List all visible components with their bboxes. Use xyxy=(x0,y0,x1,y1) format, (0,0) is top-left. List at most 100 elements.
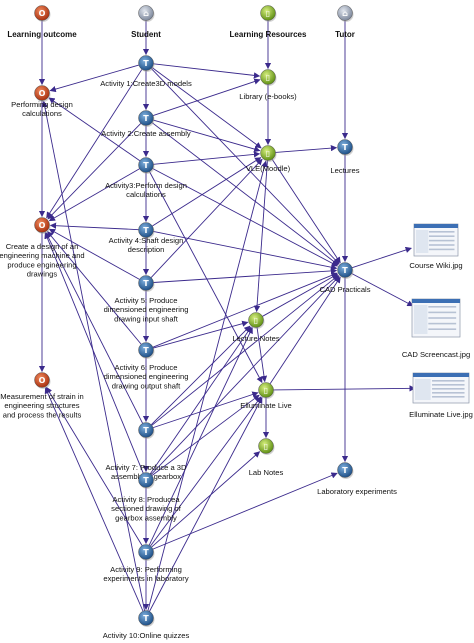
svg-text:▯: ▯ xyxy=(264,442,268,451)
edge-a8-o2 xyxy=(44,232,144,474)
t2-label-line: CAD Practicals xyxy=(319,285,370,294)
tutor-header-icon[interactable]: ⌂ xyxy=(337,5,354,23)
o1-outcome-icon[interactable]: O xyxy=(34,85,51,103)
edge-r2-t2 xyxy=(271,159,341,264)
a1-student-icon[interactable]: T xyxy=(138,55,155,73)
a7-student-icon[interactable]: T xyxy=(138,422,155,440)
o2-outcome-icon[interactable]: O xyxy=(34,217,51,235)
svg-text:T: T xyxy=(143,614,149,623)
edge-a7-o2 xyxy=(45,232,144,424)
a6-student-icon[interactable]: T xyxy=(138,342,155,360)
resource-header-icon[interactable]: ▯ xyxy=(260,5,277,23)
svg-text:T: T xyxy=(342,143,348,152)
a2-label-line: Activity 2:Create assembly xyxy=(101,129,191,138)
i2-screenshot-thumbnail[interactable] xyxy=(411,298,461,338)
a4-student-icon[interactable]: T xyxy=(138,222,155,240)
r5-resource-icon[interactable]: ▯ xyxy=(258,438,275,456)
o2-label-line: engineering machine and xyxy=(0,251,85,260)
edge-r2-r3 xyxy=(253,160,268,313)
a8-label-line: gearbox assembly xyxy=(115,513,177,522)
o3-outcome-icon[interactable]: O xyxy=(34,372,51,390)
edge-a5-r2 xyxy=(150,158,263,278)
o3-label-line: Measurement of strain in xyxy=(0,392,84,401)
svg-text:T: T xyxy=(143,226,149,235)
edge-a8-r4 xyxy=(151,394,260,476)
edge-a10-o3 xyxy=(44,387,144,612)
edge-a5-o2 xyxy=(48,228,140,280)
r2-resource-icon[interactable]: ▯ xyxy=(260,145,277,163)
edge-a2-r2 xyxy=(153,119,261,153)
t2-tutor-icon[interactable]: T xyxy=(337,262,354,280)
o1-label-line: calculations xyxy=(22,109,62,118)
a4-label-line: Activity 4:Shaft design xyxy=(109,236,184,245)
i1-screenshot-thumbnail[interactable] xyxy=(413,223,459,257)
edge-a1-t2 xyxy=(150,68,340,265)
a10-label-line: Activity 10:Online quizzes xyxy=(103,631,190,640)
edge-a10-o1 xyxy=(41,100,145,611)
a5-student-icon[interactable]: T xyxy=(138,275,155,293)
r1-label-line: Library (e-books) xyxy=(239,92,297,101)
svg-text:▯: ▯ xyxy=(254,316,258,325)
svg-text:▯: ▯ xyxy=(266,149,270,158)
outcome-header-label: Learning outcome xyxy=(7,30,77,39)
t1-tutor-icon[interactable]: T xyxy=(337,139,354,157)
edge-a1-o2 xyxy=(46,69,143,219)
edge-a4-t2 xyxy=(153,231,338,271)
a7-label-line: Activity 7: Produce a 3D xyxy=(105,463,187,472)
edge-a9-t3 xyxy=(152,472,338,550)
edge-a6-r3 xyxy=(153,320,249,349)
o3-label-line: and process the results xyxy=(3,410,82,419)
r3-label-line: Lecture Notes xyxy=(232,334,279,343)
i3-caption: Elluminate Live.jpg xyxy=(409,410,473,419)
t3-tutor-icon[interactable]: T xyxy=(337,462,354,480)
edge-a10-r4 xyxy=(149,396,263,612)
i1-caption: Course Wiki.jpg xyxy=(409,261,462,270)
r3-resource-icon[interactable]: ▯ xyxy=(248,312,265,330)
t1-label-line: Lectures xyxy=(330,166,359,175)
o2-label-line: produce engineering xyxy=(7,260,76,269)
svg-text:T: T xyxy=(143,476,149,485)
o2-label-line: Create a design of an xyxy=(6,242,79,251)
a3-label-line: Activity3:Perform design xyxy=(105,181,187,190)
a2-student-icon[interactable]: T xyxy=(138,110,155,128)
r5-label-line: Lab Notes xyxy=(249,468,284,477)
svg-text:O: O xyxy=(39,89,46,98)
a5-label-line: Activity 5: Produce xyxy=(115,296,178,305)
a3-label-line: calculations xyxy=(126,190,166,199)
a10-student-icon[interactable]: T xyxy=(138,610,155,628)
edge-r3-r4 xyxy=(256,327,268,383)
edge-a9-r5 xyxy=(151,451,261,548)
a8-label-line: Activity 8: Producea xyxy=(112,495,180,504)
a4-label-line: description xyxy=(128,245,165,254)
tutor-header-label: Tutor xyxy=(335,30,355,39)
student-header-label: Student xyxy=(131,30,161,39)
a8-student-icon[interactable]: T xyxy=(138,472,155,490)
a9-student-icon[interactable]: T xyxy=(138,544,155,562)
edge-a1-r1 xyxy=(153,63,261,79)
svg-text:O: O xyxy=(39,9,46,18)
edge-a1-o1 xyxy=(49,64,139,93)
t3-label-line: Laboratory experiments xyxy=(317,487,397,496)
edge-r4-i3 xyxy=(273,385,416,392)
edge-a3-o2 xyxy=(48,168,140,222)
edge-a7-r4 xyxy=(152,391,259,429)
svg-text:▯: ▯ xyxy=(266,73,270,82)
student-header-icon[interactable]: ⌂ xyxy=(138,5,155,23)
a3-student-icon[interactable]: T xyxy=(138,157,155,175)
svg-text:▯: ▯ xyxy=(264,386,268,395)
outcome-header-icon[interactable]: O xyxy=(34,5,51,23)
i3-screenshot-thumbnail[interactable] xyxy=(412,372,470,404)
svg-text:T: T xyxy=(143,548,149,557)
a6-label-line: dimensioned engineering xyxy=(104,372,189,381)
edge-a5-t2 xyxy=(153,267,338,283)
edge-a2-t2 xyxy=(151,122,339,266)
edge-a4-o2 xyxy=(49,222,139,231)
r4-resource-icon[interactable]: ▯ xyxy=(258,382,275,400)
resource-header-label: Learning Resources xyxy=(230,30,307,39)
r1-resource-icon[interactable]: ▯ xyxy=(260,69,277,87)
svg-text:T: T xyxy=(143,346,149,355)
svg-text:O: O xyxy=(39,376,46,385)
edge-t2-i1 xyxy=(351,246,412,269)
